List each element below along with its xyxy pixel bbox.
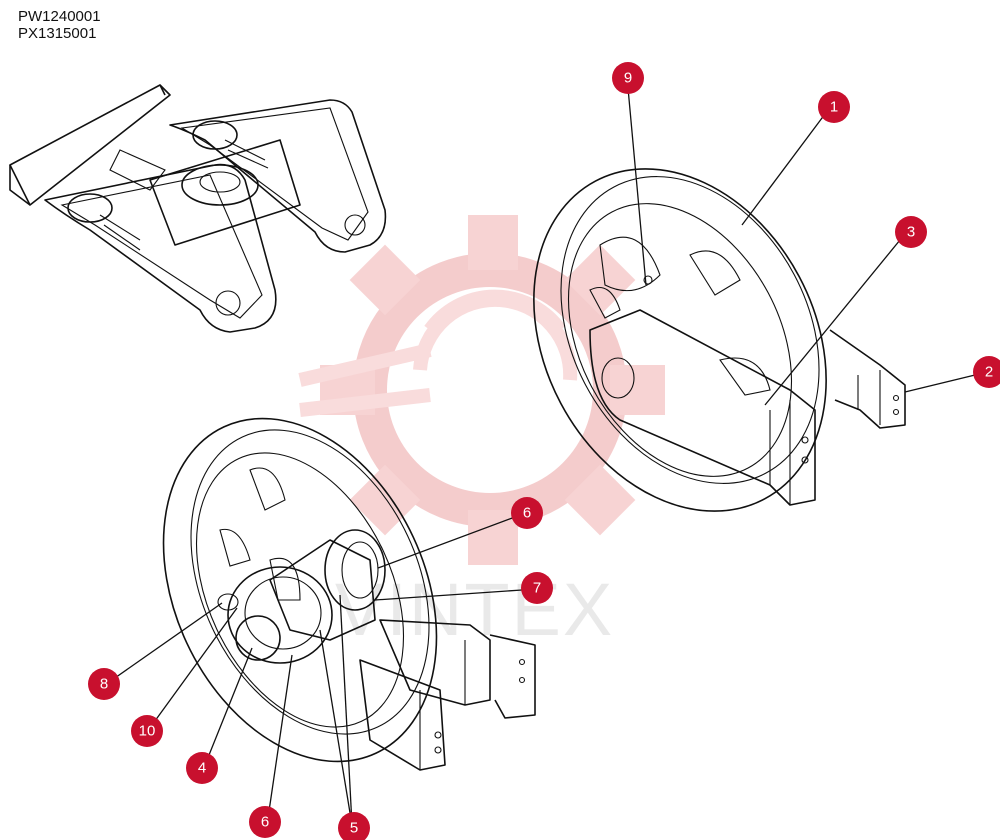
idler-wheel-assembly-upper — [533, 168, 906, 512]
part-code-list: PW1240001 PX1315001 — [18, 8, 101, 42]
idler-wheel-assembly-lower — [162, 417, 536, 771]
callout-7: 7 — [521, 572, 553, 604]
callout-3: 3 — [895, 216, 927, 248]
part-code: PW1240001 — [18, 8, 101, 25]
callout-1: 1 — [818, 91, 850, 123]
leader-lines — [111, 87, 976, 826]
callout-label: 5 — [350, 820, 358, 837]
gear-arcs — [298, 289, 578, 417]
part-code: PX1315001 — [18, 25, 97, 42]
callout-5: 5 — [338, 812, 370, 840]
callout-label: 2 — [985, 364, 993, 381]
callout-label: 10 — [139, 723, 156, 740]
callout-label: 3 — [907, 224, 915, 241]
callout-4: 4 — [186, 752, 218, 784]
callout-9: 9 — [612, 62, 644, 94]
callout-label: 6 — [261, 814, 269, 831]
callout-badges: 1 2 3 4 5 6 6 7 8 9 10 — [88, 62, 1000, 840]
gear-teeth — [320, 215, 665, 565]
callout-label: 7 — [533, 580, 541, 597]
callout-label: 8 — [100, 676, 108, 693]
undercarriage-illustration — [9, 84, 387, 333]
callout-6-lower: 6 — [249, 806, 281, 838]
callout-label: 1 — [830, 99, 838, 116]
callout-label: 4 — [198, 760, 206, 777]
callout-8: 8 — [88, 668, 120, 700]
callout-label: 6 — [523, 505, 531, 522]
callout-label: 9 — [624, 70, 632, 87]
callout-6-upper: 6 — [511, 497, 543, 529]
watermark: VINTEX — [298, 215, 665, 651]
callout-2: 2 — [973, 356, 1000, 388]
callout-10: 10 — [131, 715, 163, 747]
watermark-text: VINTEX — [335, 568, 614, 651]
